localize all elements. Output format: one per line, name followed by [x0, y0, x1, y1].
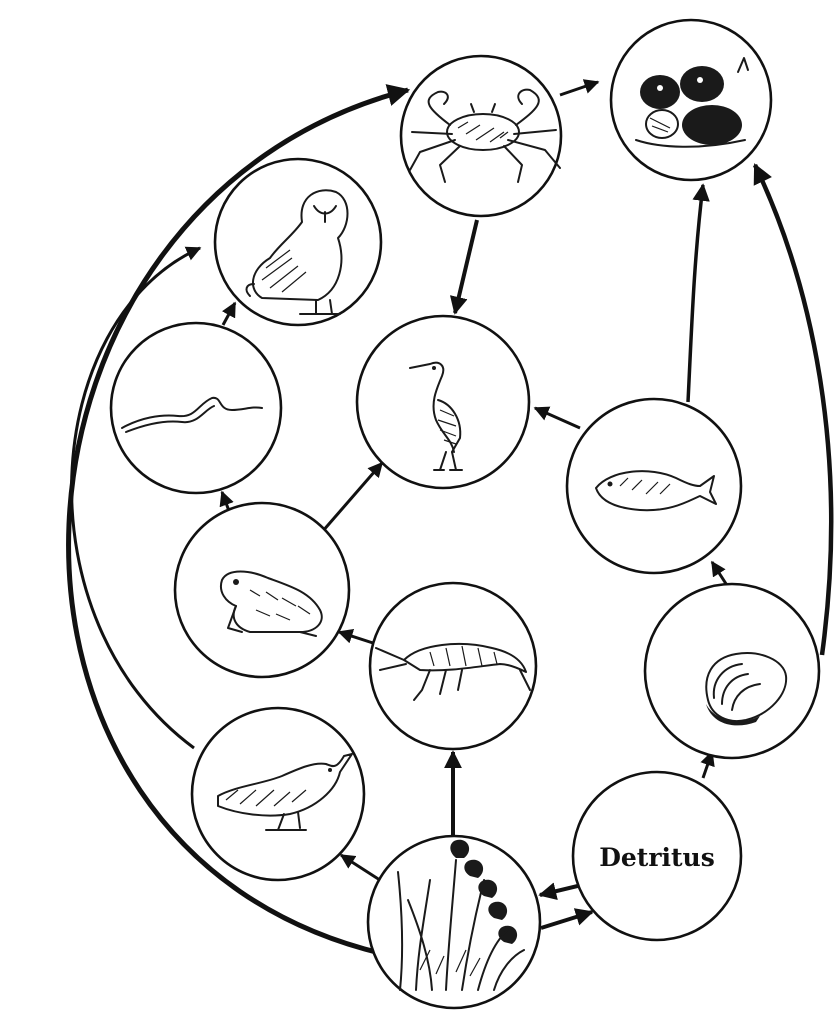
link-flounder-to-heron: [535, 408, 580, 428]
link-marsh-grass-to-sparrow: [341, 855, 383, 882]
link-snake-to-owl: [223, 303, 235, 325]
link-crab-to-gulls: [560, 82, 598, 95]
link-shrimp-to-toad: [339, 632, 373, 643]
node-sparrow[interactable]: [192, 708, 364, 880]
node-clam[interactable]: [645, 584, 819, 758]
detritus-label: Detritus: [599, 843, 715, 872]
node-gulls[interactable]: [611, 20, 771, 180]
node-toad[interactable]: [175, 503, 349, 677]
node-shrimp[interactable]: [370, 583, 536, 749]
node-snake[interactable]: [111, 323, 281, 493]
node-detritus[interactable]: Detritus: [573, 772, 741, 940]
node-owl[interactable]: [215, 159, 381, 325]
link-marsh-grass-to-detritus: [541, 912, 592, 928]
link-clam-to-gulls: [755, 165, 831, 655]
node-flounder[interactable]: [567, 399, 741, 573]
link-flounder-to-gulls: [688, 185, 703, 402]
node-crab[interactable]: [401, 56, 561, 216]
link-crab-to-heron: [455, 220, 477, 313]
link-toad-to-snake: [222, 492, 229, 511]
node-heron[interactable]: [357, 316, 529, 488]
node-marsh-grass[interactable]: [368, 836, 540, 1008]
link-toad-to-heron: [322, 463, 382, 532]
link-sparrow-to-owl: [72, 248, 200, 748]
